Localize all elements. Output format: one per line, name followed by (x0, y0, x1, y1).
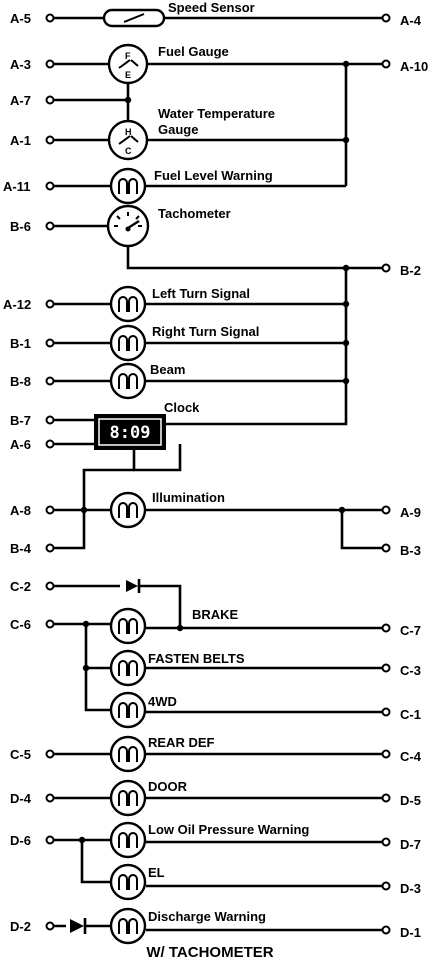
pin-label-c3: C-3 (400, 663, 421, 678)
tachometer-symbol (106, 204, 150, 248)
label-speed-sensor: Speed Sensor (168, 0, 255, 15)
lamp-left-turn-signal-symbol (109, 285, 147, 323)
pin-label-c7: C-7 (400, 623, 421, 638)
fuel-gauge-empty-letter: E (125, 70, 131, 80)
label-brake: BRAKE (192, 607, 239, 622)
label-left-turn-signal: Left Turn Signal (152, 286, 250, 301)
pin-label-d2: D-2 (10, 919, 31, 934)
pin-label-d6: D-6 (10, 833, 31, 848)
pin-label-d4: D-4 (10, 791, 32, 806)
label-water-temperature: Water Temperature (158, 106, 275, 121)
pin-label-d3: D-3 (400, 881, 421, 896)
pin-label-c1: C-1 (400, 707, 421, 722)
junction-dots (78, 60, 350, 844)
lamp-fasten-belts-symbol (109, 649, 147, 687)
label-beam: Beam (150, 362, 185, 377)
label-fasten-belts: FASTEN BELTS (148, 651, 245, 666)
pin-label-a3: A-3 (10, 57, 31, 72)
label-el: EL (148, 865, 165, 880)
pin-label-b3: B-3 (400, 543, 421, 558)
lamp-illumination-symbol (109, 491, 147, 529)
pin-label-a4: A-4 (400, 13, 422, 28)
label-illumination: Illumination (152, 490, 225, 505)
pin-label-a7: A-7 (10, 93, 31, 108)
label-door: DOOR (148, 779, 188, 794)
fuel-gauge-symbol: F E (107, 43, 149, 85)
lamp-door-symbol (109, 779, 147, 817)
label-rear-def: REAR DEF (148, 735, 215, 750)
water-temperature-gauge-symbol: H C (107, 119, 149, 161)
label-fuel-gauge: Fuel Gauge (158, 44, 229, 59)
clock-symbol: 8:09 (94, 414, 166, 450)
lamp-discharge-warning-symbol (109, 907, 147, 945)
temp-gauge-cold-letter: C (125, 146, 132, 156)
label-discharge-warning: Discharge Warning (148, 909, 266, 924)
pin-label-a11: A-11 (3, 179, 30, 194)
fuel-gauge-full-letter: F (125, 51, 131, 61)
pin-label-c6: C-6 (10, 617, 31, 632)
speed-sensor-symbol (102, 8, 166, 28)
right-terminals (381, 13, 391, 935)
label-4wd: 4WD (148, 694, 177, 709)
pin-label-d5: D-5 (400, 793, 421, 808)
wires (53, 16, 382, 932)
lamp-beam-symbol (109, 362, 147, 400)
pin-label-a6: A-6 (10, 437, 31, 452)
lamp-rear-def-symbol (109, 735, 147, 773)
pin-label-b7: B-7 (10, 413, 31, 428)
clock-display-digits: 8:09 (110, 423, 151, 443)
temp-gauge-hot-letter: H (125, 127, 132, 137)
pin-label-a1: A-1 (10, 133, 31, 148)
diode-discharge-icon (70, 918, 87, 934)
pin-label-a5: A-5 (10, 11, 31, 26)
pin-label-b6: B-6 (10, 219, 31, 234)
lamp-brake-symbol (109, 607, 147, 645)
lamp-4wd-symbol (109, 691, 147, 729)
lamp-low-oil-pressure-symbol (109, 821, 147, 859)
lamp-fuel-level-warning-symbol (109, 167, 147, 205)
diode-brake-icon (126, 579, 141, 593)
pin-label-b4: B-4 (10, 541, 32, 556)
pin-label-b1: B-1 (10, 336, 31, 351)
component-labels: Speed Sensor Fuel Gauge Water Temperatur… (148, 0, 309, 924)
pin-label-c2: C-2 (10, 579, 31, 594)
pin-label-a8: A-8 (10, 503, 31, 518)
label-low-oil-pressure-warning: Low Oil Pressure Warning (148, 822, 309, 837)
pin-label-d7: D-7 (400, 837, 421, 852)
pin-label-c4: C-4 (400, 749, 422, 764)
pin-label-c5: C-5 (10, 747, 31, 762)
label-fuel-level-warning: Fuel Level Warning (154, 168, 273, 183)
pin-label-b2: B-2 (400, 263, 421, 278)
pin-label-a10: A-10 (400, 59, 428, 74)
pin-label-d1: D-1 (400, 925, 421, 940)
right-pin-labels: A-4 A-10 B-2 A-9 B-3 C-7 C-3 C-1 C-4 D-5… (400, 13, 428, 940)
left-terminals (45, 13, 55, 931)
label-water-temperature-gauge: Gauge (158, 122, 198, 137)
lamp-el-symbol (109, 863, 147, 901)
label-clock: Clock (164, 400, 200, 415)
left-pin-labels: A-5 A-3 A-7 A-1 A-11 B-6 A-12 B-1 B-8 B-… (3, 11, 32, 934)
label-right-turn-signal: Right Turn Signal (152, 324, 259, 339)
pin-label-a12: A-12 (3, 297, 31, 312)
diagram-footer-caption: W/ TACHOMETER (146, 944, 273, 960)
pin-label-a9: A-9 (400, 505, 421, 520)
label-tachometer: Tachometer (158, 206, 231, 221)
lamp-right-turn-signal-symbol (109, 324, 147, 362)
pin-label-b8: B-8 (10, 374, 31, 389)
